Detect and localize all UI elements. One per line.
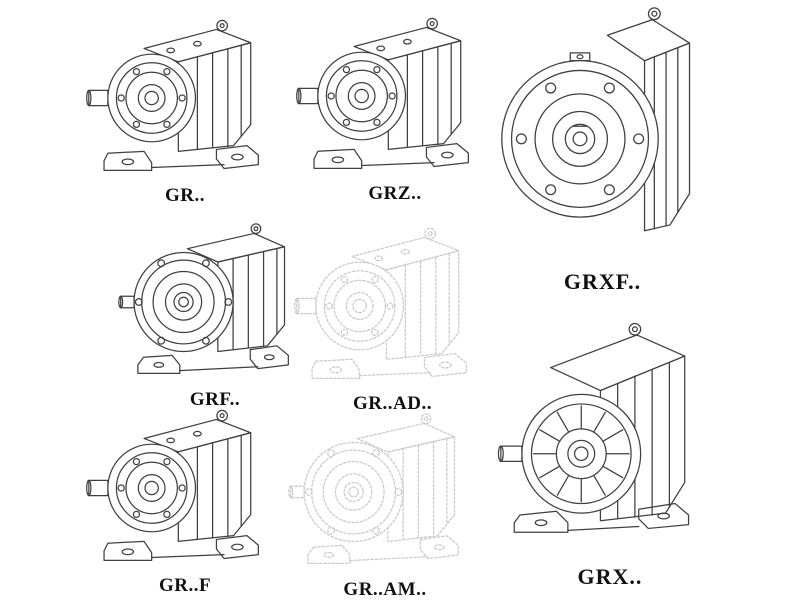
figure-label-gram: GR..AM.. (343, 579, 427, 600)
drawing-gr (85, 14, 285, 182)
figure-label-gr: GR.. (165, 185, 205, 206)
figure-grfoot: GR..F (85, 404, 285, 597)
drawing-grx (495, 312, 725, 561)
drawing-grfoot (85, 404, 285, 572)
figure-grx: GRX.. (495, 312, 725, 590)
drawing-grxf (490, 2, 715, 266)
figure-label-grfoot: GR..F (158, 575, 212, 596)
figure-label-grf: GRF.. (189, 389, 241, 410)
figure-gr: GR.. (85, 14, 285, 207)
drawing-grf (115, 218, 315, 386)
drawing-grad (293, 222, 493, 390)
figure-label-grx: GRX.. (577, 564, 643, 589)
figure-grz: GRZ.. (295, 12, 495, 205)
figure-gram: GR..AM.. (285, 408, 485, 601)
drawing-grz (295, 12, 495, 180)
figure-label-grad: GR..AD.. (353, 393, 432, 414)
figure-grxf: GRXF.. (490, 2, 715, 295)
figure-label-grxf: GRXF.. (563, 269, 642, 294)
drawing-gram (285, 408, 485, 576)
figure-grad: GR..AD.. (290, 222, 495, 415)
figure-grf: GRF.. (110, 218, 320, 411)
figure-label-grz: GRZ.. (368, 183, 422, 204)
